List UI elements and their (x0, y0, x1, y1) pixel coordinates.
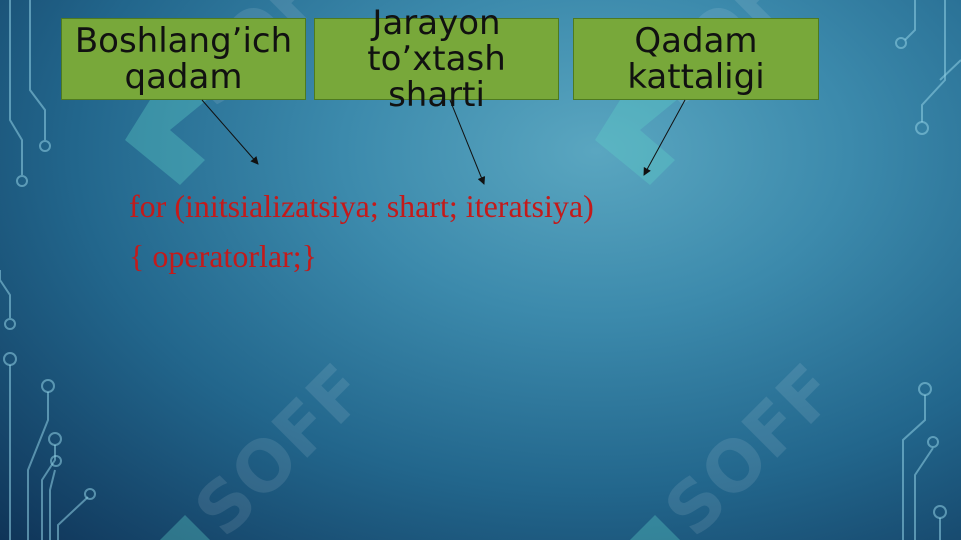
for-loop-syntax: for (initsializatsiya; shart; iteratsiya… (129, 188, 594, 224)
step-size-label: Qadam kattaligi (627, 21, 765, 97)
arrow-stop-condition (449, 99, 486, 185)
step-size-box: Qadam kattaligi (573, 18, 819, 100)
initial-step-box: Boshlang’ich qadam (61, 18, 306, 100)
stop-condition-box: Jarayon to’xtash sharti (314, 5, 559, 113)
stop-condition-label: Jarayon to’xtash sharti (367, 3, 506, 115)
initial-step-label: Boshlang’ich qadam (74, 21, 293, 97)
arrow-initial-step (201, 99, 259, 165)
loop-body-syntax: { operatorlar;} (129, 238, 317, 274)
arrow-step-size (643, 99, 686, 176)
